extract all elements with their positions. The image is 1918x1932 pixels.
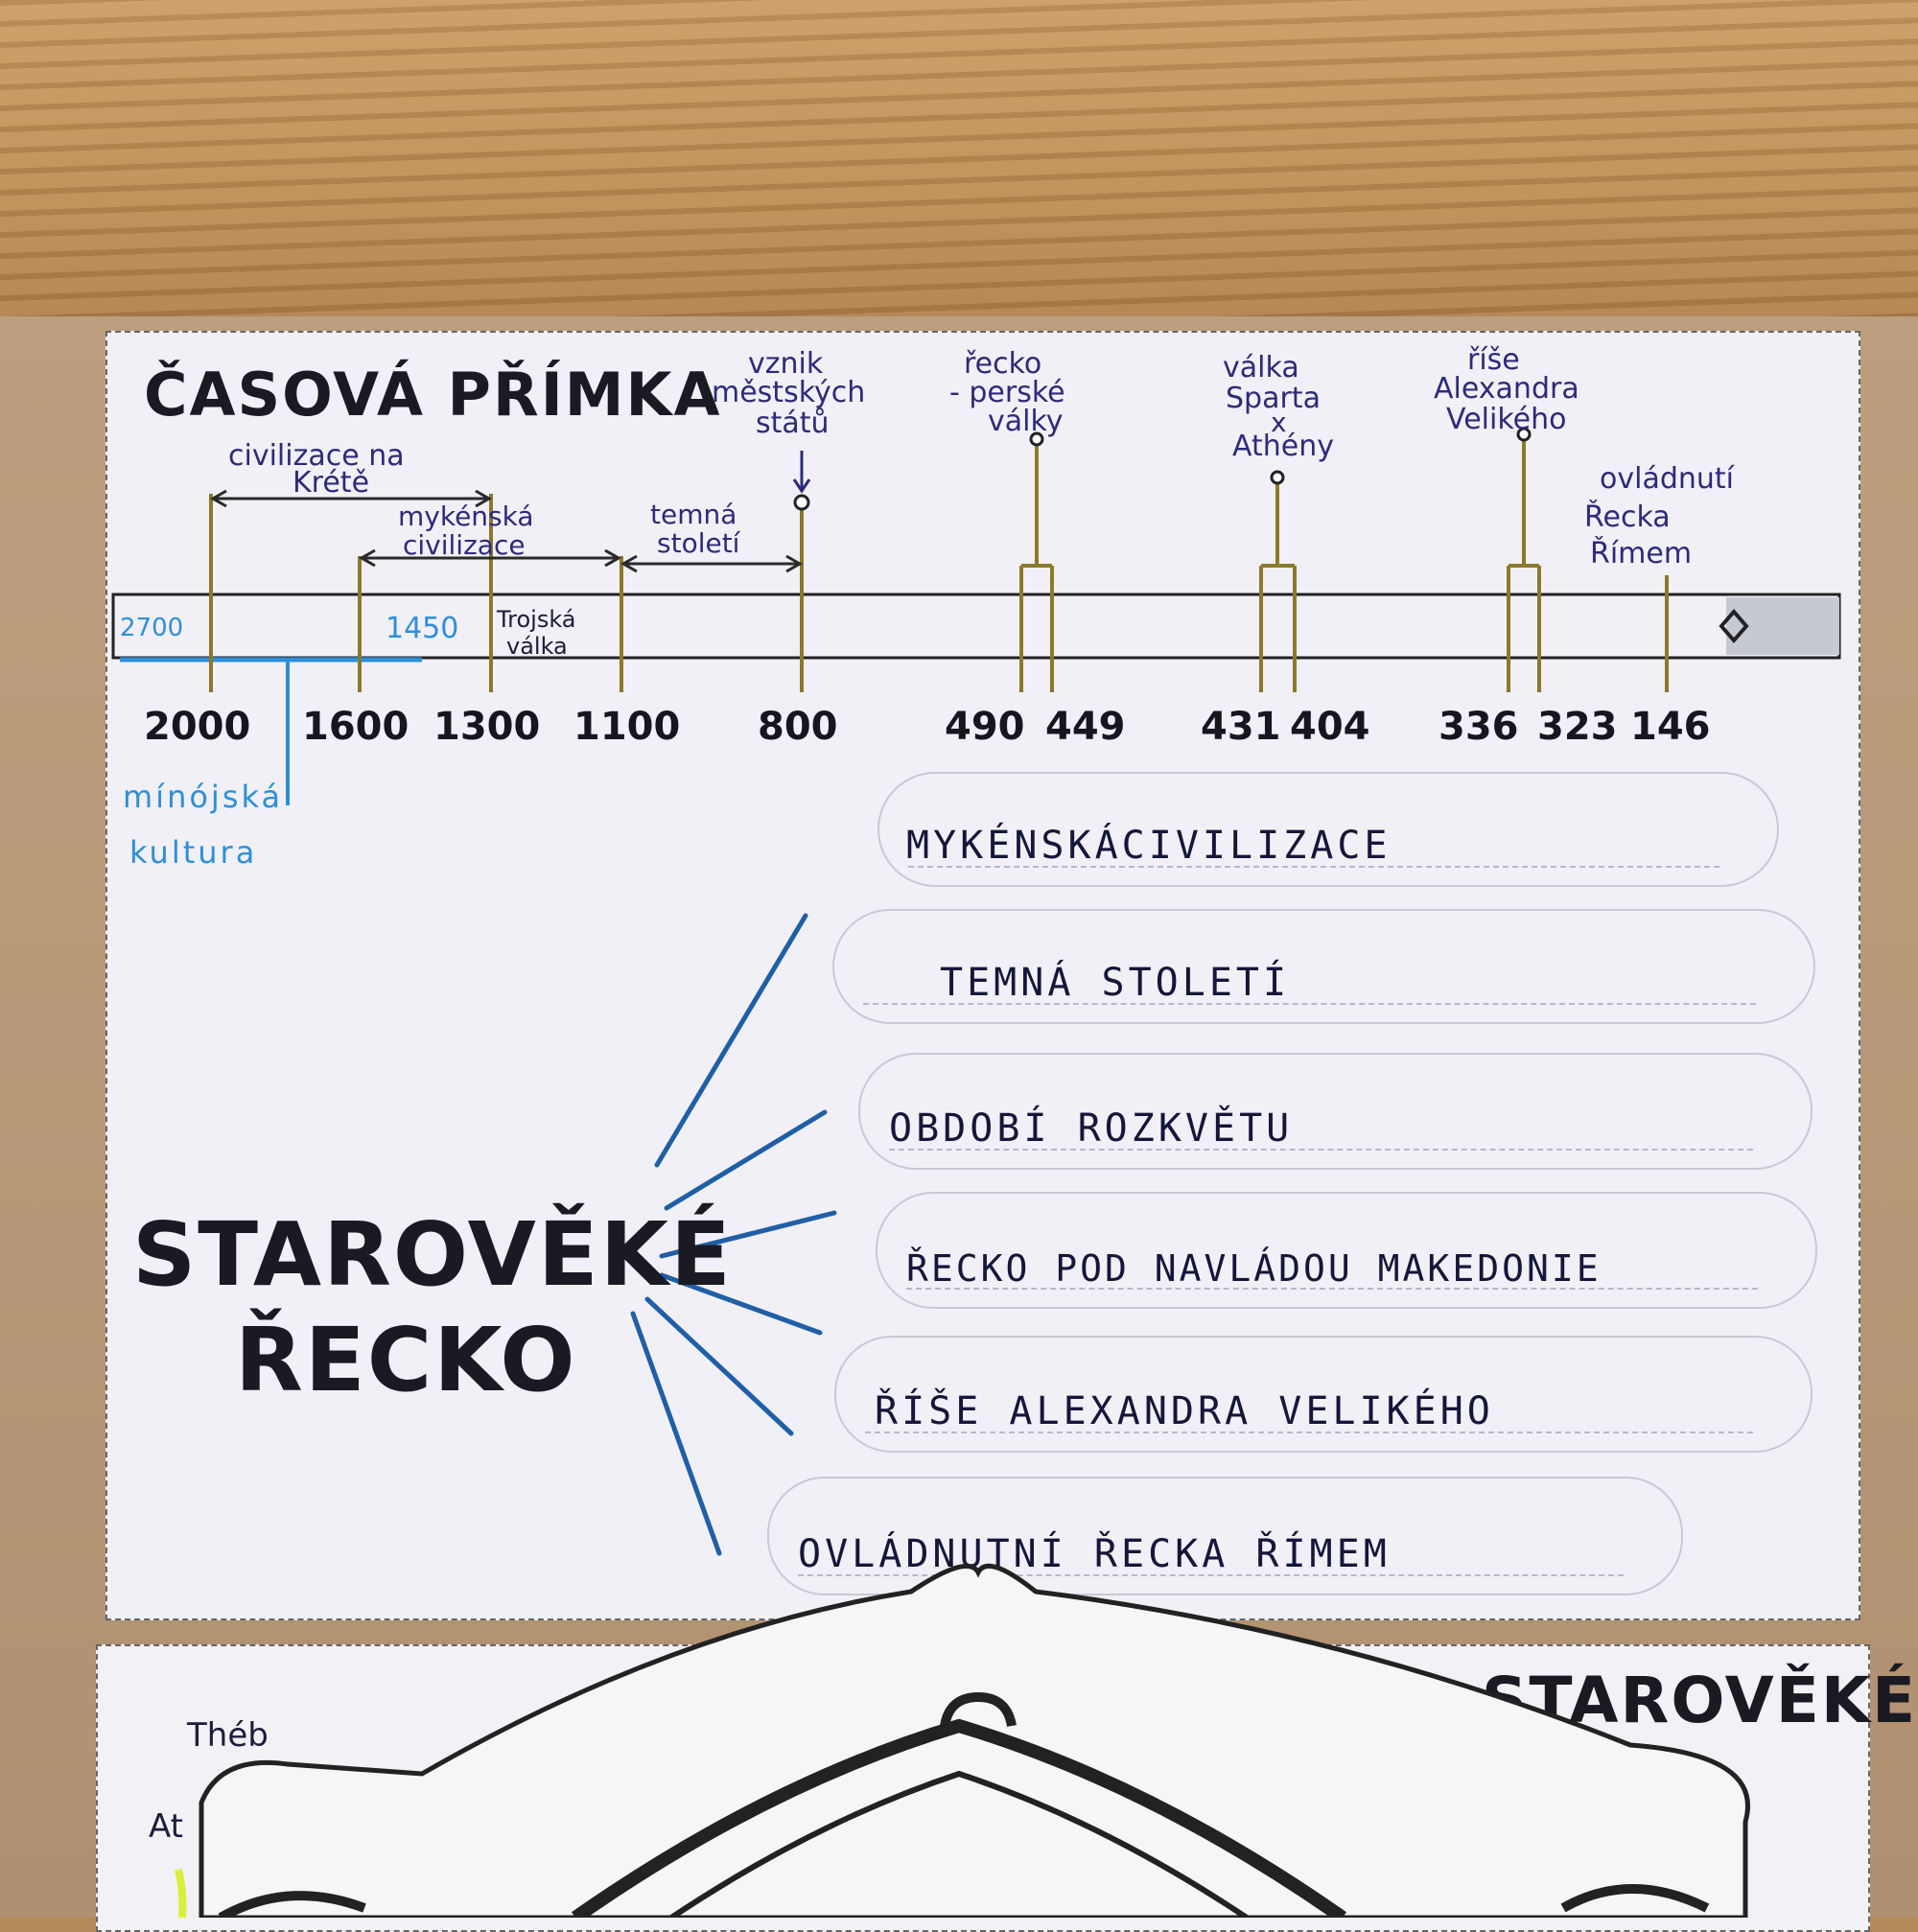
label-mykenska: mykénská — [398, 500, 534, 532]
label-krete: Krétě — [292, 466, 370, 500]
label-civilizace: civilizace na — [228, 439, 405, 473]
temple-flap-shape — [199, 1563, 1750, 1918]
year-146: 146 — [1630, 705, 1711, 749]
pill-6: OVLÁDNUTNÍ ŘECKA ŘÍMEM — [767, 1477, 1683, 1595]
year-336: 336 — [1438, 705, 1519, 749]
pill-text-6: OVLÁDNUTNÍ ŘECKA ŘÍMEM — [798, 1532, 1391, 1576]
label-trojska: Trojská — [497, 606, 576, 633]
pill-1: MYKÉNSKÁCIVILIZACE — [877, 772, 1779, 887]
worksheet-timeline — [105, 331, 1860, 1620]
label-temna: temná — [650, 499, 737, 530]
timeline-title: ČASOVÁ PŘÍMKA — [144, 360, 722, 430]
blue-year-2700: 2700 — [120, 614, 184, 642]
label-rimem: Římem — [1590, 537, 1693, 570]
blue-year-1450: 1450 — [386, 612, 459, 645]
temple-roof-outline — [571, 1718, 1347, 1918]
label-ovladnuti: ovládnutí — [1600, 462, 1734, 496]
pill-4: ŘECKO POD NAVLÁDOU MAKEDONIE — [876, 1192, 1817, 1309]
mindmap-title-line1: STAROVĚKÉ — [132, 1203, 733, 1306]
year-2000: 2000 — [144, 705, 251, 749]
label-valka: válka — [506, 633, 568, 660]
label-valky: války — [988, 405, 1064, 438]
pill-text-1: MYKÉNSKÁCIVILIZACE — [906, 824, 1392, 868]
label-alexandra: Alexandra — [1434, 372, 1579, 406]
second-sheet-partial-2: At — [149, 1807, 183, 1846]
label-rise: říše — [1467, 343, 1520, 377]
year-1100: 1100 — [573, 705, 681, 749]
year-404: 404 — [1290, 705, 1370, 749]
pill-5: ŘÍŠE ALEXANDRA VELIKÉHO — [834, 1336, 1813, 1453]
pill-text-3: OBDOBÍ ROZKVĚTU — [889, 1106, 1294, 1151]
wooden-table — [0, 0, 1918, 345]
label-velikeho: Velikého — [1446, 403, 1567, 436]
label-stoleti: století — [657, 527, 740, 559]
label-vznik: vznik — [748, 347, 824, 381]
pill-text-2: TEMNÁ STOLETÍ — [940, 961, 1291, 1005]
pill-text-4: ŘECKO POD NAVLÁDOU MAKEDONIE — [906, 1247, 1602, 1290]
pill-3: OBDOBÍ ROZKVĚTU — [858, 1053, 1813, 1170]
pill-2: TEMNÁ STOLETÍ — [832, 909, 1815, 1024]
year-800: 800 — [758, 705, 838, 749]
temple-acroterion — [940, 1691, 1017, 1728]
label-sparta: Sparta — [1226, 382, 1321, 415]
year-449: 449 — [1045, 705, 1126, 749]
label-valka-sp: válka — [1223, 351, 1299, 384]
year-431: 431 — [1201, 705, 1281, 749]
year-323: 323 — [1537, 705, 1618, 749]
second-sheet-partial-1: Théb — [187, 1716, 269, 1755]
label-statu: států — [756, 407, 830, 440]
blue-label-minojska: mínójská — [123, 779, 284, 815]
label-mestskych: městských — [712, 376, 866, 409]
highlighter-mark — [175, 1869, 187, 1918]
label-atheny: Athény — [1232, 430, 1334, 463]
label-recka: Řecka — [1584, 500, 1671, 534]
mindmap-title-line2: ŘECKO — [235, 1309, 577, 1411]
label-x: x — [1271, 407, 1287, 438]
blue-label-kultura: kultura — [129, 834, 258, 871]
year-1300: 1300 — [433, 705, 541, 749]
label-mykenska-civ: civilizace — [403, 529, 526, 561]
timeline-end-diamond — [1719, 608, 1749, 644]
pill-text-5: ŘÍŠE ALEXANDRA VELIKÉHO — [875, 1389, 1494, 1433]
year-490: 490 — [945, 705, 1025, 749]
label-perske: - perské — [949, 376, 1065, 409]
year-1600: 1600 — [302, 705, 409, 749]
label-recko: řecko — [964, 347, 1042, 381]
